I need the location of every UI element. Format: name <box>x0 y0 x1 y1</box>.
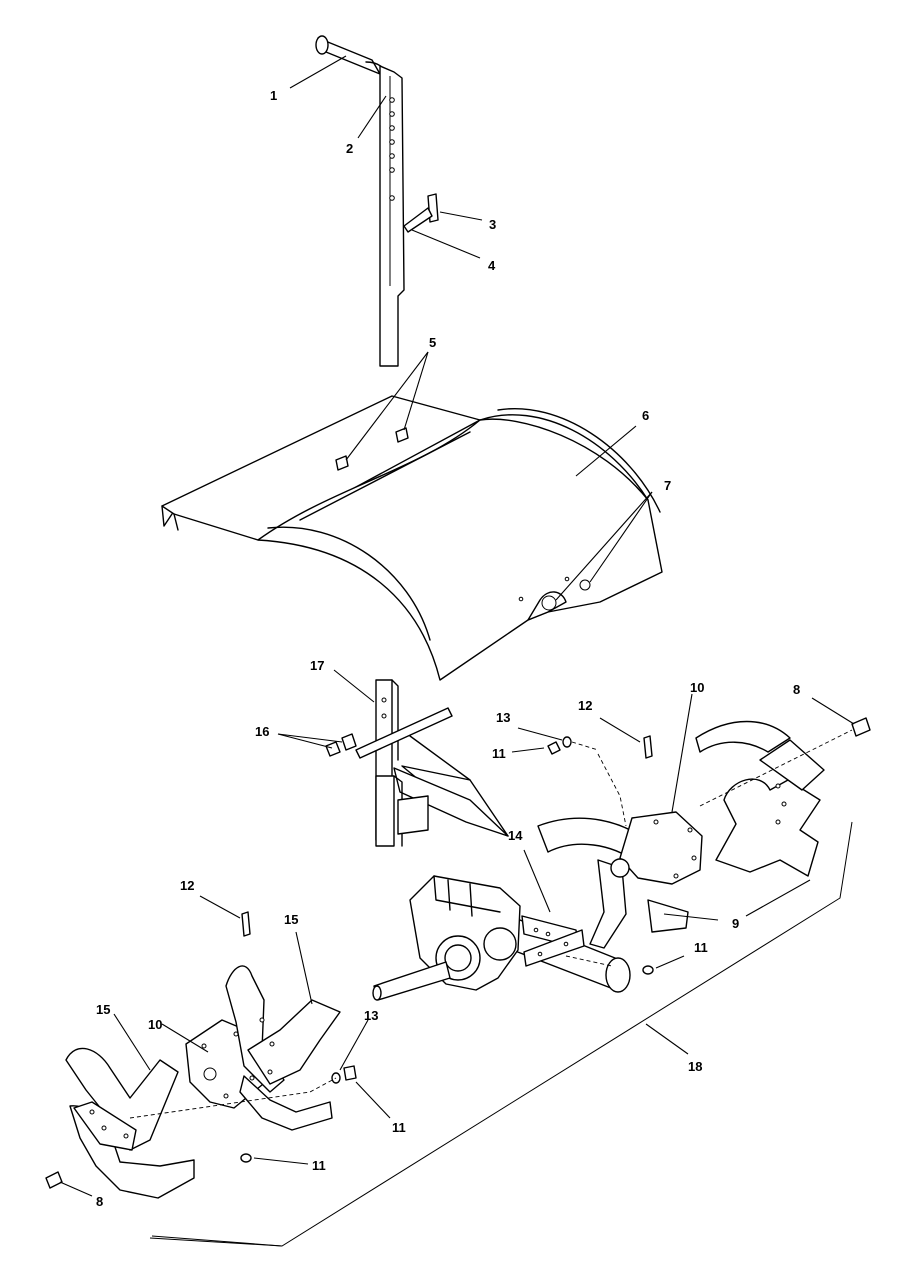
callout-8-right: 8 <box>793 682 800 697</box>
callout-5: 5 <box>429 335 436 350</box>
callout-16: 16 <box>255 724 269 739</box>
callout-1: 1 <box>270 88 277 103</box>
callout-10-right: 10 <box>690 680 704 695</box>
callout-12-right: 12 <box>578 698 592 713</box>
assembly-centerlines <box>129 729 853 1119</box>
lock-washer <box>562 736 572 748</box>
hex-nut <box>642 965 654 975</box>
bracket-bolt <box>341 733 357 751</box>
callout-12-left: 12 <box>180 878 194 893</box>
callout-11-right-lower: 11 <box>694 940 708 955</box>
tine-bolt <box>851 717 871 737</box>
callout-4: 4 <box>488 258 496 273</box>
ground-reference-lines <box>149 821 853 1247</box>
tine-shield <box>161 395 663 681</box>
callout-13-left: 13 <box>364 1008 378 1023</box>
callout-7: 7 <box>664 478 671 493</box>
transmission-assembly <box>372 875 631 1001</box>
hex-nut <box>547 741 561 755</box>
callout-11-left-upper: 11 <box>392 1120 406 1135</box>
callout-11-right-upper: 11 <box>492 746 506 761</box>
callout-15-inner: 15 <box>284 912 298 927</box>
callout-18: 18 <box>688 1059 702 1074</box>
callout-3: 3 <box>489 217 496 232</box>
callout-labels: 1 2 3 4 5 6 7 8 8 9 10 10 11 11 11 11 12… <box>96 88 800 1209</box>
depth-stake-assembly <box>315 35 439 367</box>
leader-lines <box>59 55 855 1197</box>
callout-2: 2 <box>346 141 353 156</box>
callout-15-outer: 15 <box>96 1002 110 1017</box>
callout-14: 14 <box>508 828 523 843</box>
callout-17: 17 <box>310 658 324 673</box>
callout-10-left: 10 <box>148 1017 162 1032</box>
shield-bolt <box>335 455 349 471</box>
hex-nut <box>343 1065 357 1081</box>
depth-bar <box>379 65 405 367</box>
hitch-pin <box>643 735 653 759</box>
clevis-pin <box>403 207 433 233</box>
callout-6: 6 <box>642 408 649 423</box>
callout-11-left-lower: 11 <box>312 1158 326 1173</box>
shield-mounting-bracket <box>355 679 509 847</box>
tine-bolt <box>45 1171 63 1189</box>
right-tine-assembly <box>537 717 871 975</box>
hex-nut <box>240 1153 252 1163</box>
left-tine-assembly <box>45 911 357 1199</box>
callout-8-left: 8 <box>96 1194 103 1209</box>
callout-13-right: 13 <box>496 710 510 725</box>
hitch-pin <box>241 911 251 937</box>
callout-9: 9 <box>732 916 739 931</box>
bracket-bolt <box>325 741 341 757</box>
handle-grip <box>315 35 387 77</box>
shield-bolt <box>395 427 409 443</box>
